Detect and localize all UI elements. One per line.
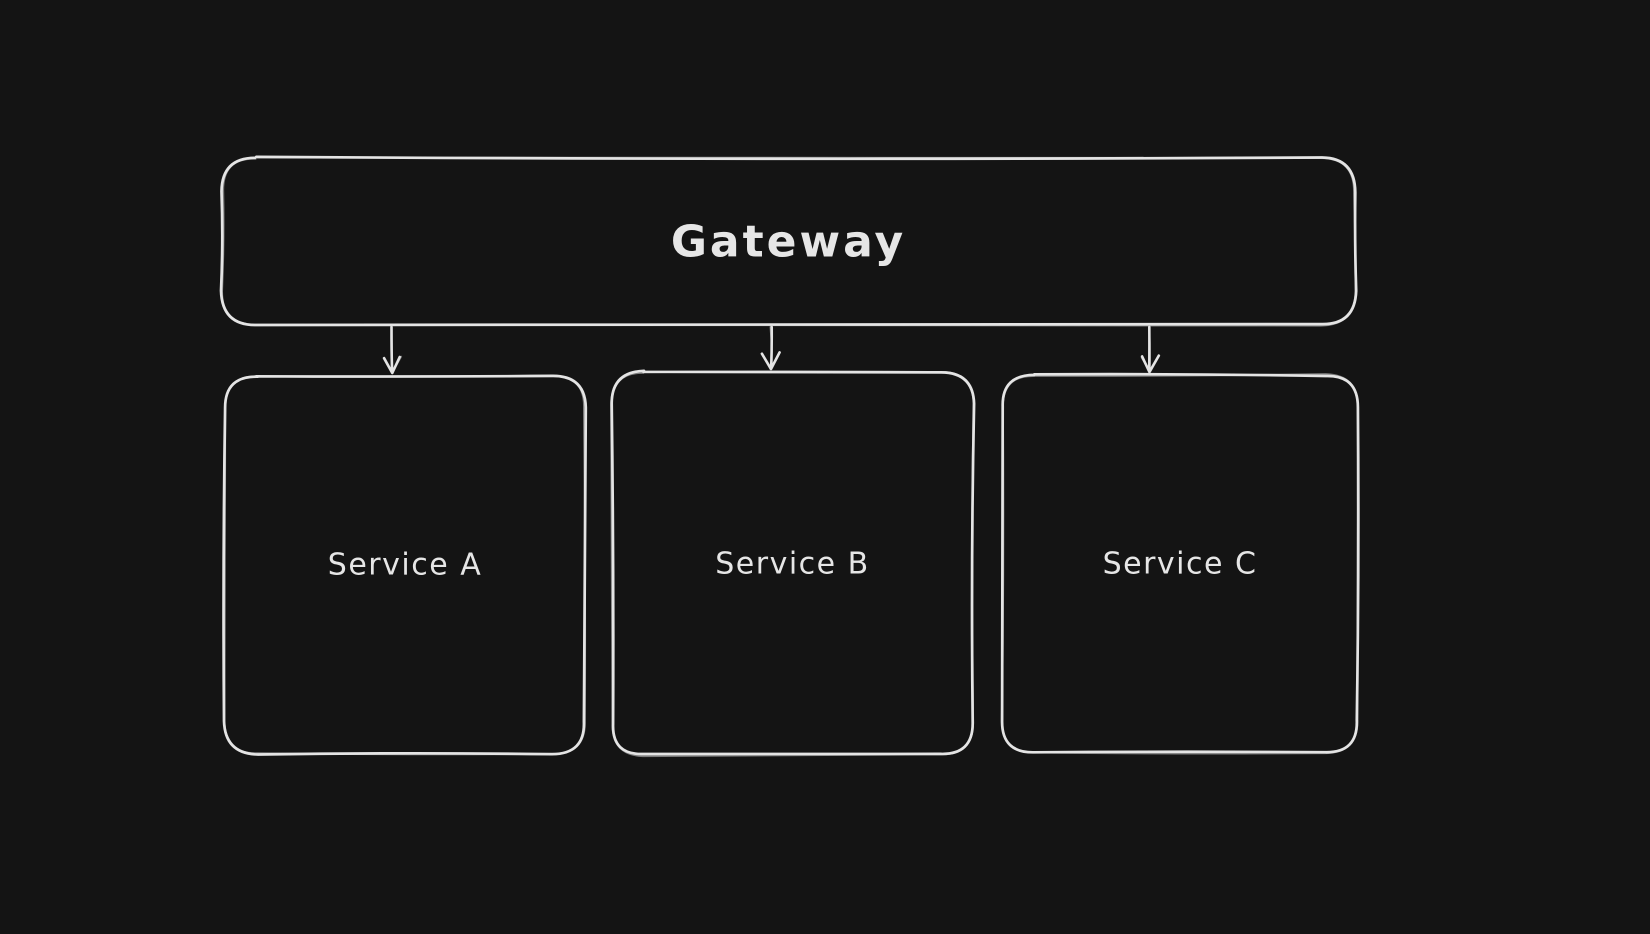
node-service-c-label: Service C xyxy=(1102,546,1258,582)
arrow-gateway-to-service-b xyxy=(760,325,781,371)
sketch-stroke xyxy=(1000,373,1359,755)
sketch-stroke xyxy=(223,375,587,756)
sketch-stroke xyxy=(760,326,780,370)
node-gateway-label: Gateway xyxy=(670,216,907,267)
arrow-gateway-to-service-c xyxy=(1140,325,1161,374)
sketch-stroke xyxy=(1140,325,1161,374)
node-gateway-shape xyxy=(219,155,1358,327)
sketch-stroke xyxy=(382,326,403,374)
node-service-a-label: Service A xyxy=(327,547,483,583)
sketch-stroke xyxy=(221,155,1357,327)
node-service-a-shape xyxy=(222,374,588,756)
sketch-stroke xyxy=(760,325,781,371)
node-service-c-shape xyxy=(1000,372,1360,755)
sketch-stroke xyxy=(382,325,401,375)
node-service-b-label: Service B xyxy=(715,546,870,581)
sketch-stroke xyxy=(1140,326,1161,373)
node-service-b-shape xyxy=(610,369,976,758)
arrow-gateway-to-service-a xyxy=(382,325,403,375)
sketch-stroke xyxy=(610,370,975,758)
